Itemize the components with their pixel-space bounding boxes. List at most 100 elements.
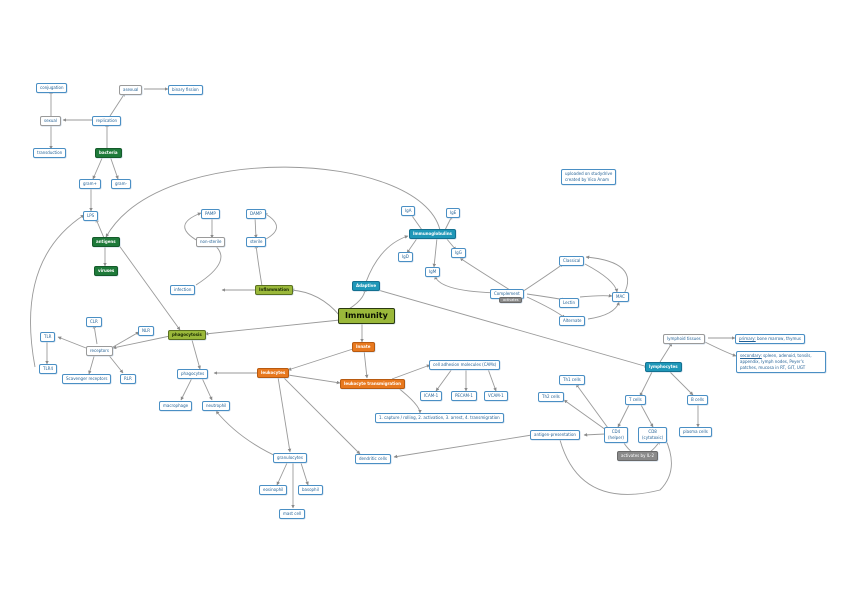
node-clr[interactable]: CLR bbox=[86, 317, 102, 327]
node-eosinophil[interactable]: eosinophil bbox=[259, 485, 288, 495]
node-transmigration-steps[interactable]: 1. capture / rolling, 2. activation, 3. … bbox=[375, 413, 504, 423]
node-antigen-presentation[interactable]: antigen-presentation bbox=[530, 430, 580, 440]
node-sexual[interactable]: sexual bbox=[40, 116, 61, 126]
text-secondary: spleen, adenoid, tonsils, appendix, lymp… bbox=[740, 353, 812, 370]
node-nlr[interactable]: NLR bbox=[138, 326, 154, 336]
node-leukocyte-transmigration[interactable]: leukocyte transmigration bbox=[340, 379, 405, 389]
node-igd[interactable]: IgD bbox=[398, 252, 413, 262]
node-neutrophil[interactable]: neutrophil bbox=[202, 401, 231, 411]
link-lymphoid-secondary bbox=[704, 341, 737, 357]
node-lymphocytes[interactable]: lymphocytes bbox=[645, 362, 682, 372]
label-activates-by-il2: activates by IL-2 bbox=[617, 451, 659, 461]
link-replication-asexual bbox=[109, 92, 126, 117]
node-dendritic-cells[interactable]: dendritic cells bbox=[355, 454, 391, 464]
link-leuk-dendritic bbox=[281, 375, 361, 455]
node-ige[interactable]: IgE bbox=[446, 208, 461, 218]
link-sterile-damp bbox=[261, 212, 277, 242]
node-lps[interactable]: LPS bbox=[83, 211, 99, 221]
link-trans-steps bbox=[396, 386, 422, 414]
link-receptors-rlr bbox=[106, 352, 124, 374]
node-viruses[interactable]: viruses bbox=[94, 266, 119, 276]
link-receptors-scavenger bbox=[88, 352, 96, 375]
node-binary-fission[interactable]: binary fission bbox=[168, 85, 203, 95]
link-adaptive-ig bbox=[365, 235, 409, 283]
link-adaptive-lymphocytes bbox=[377, 289, 649, 368]
label-secondary: secondary: bbox=[740, 353, 762, 358]
node-basophil[interactable]: basophil bbox=[298, 485, 323, 495]
node-mast-cell[interactable]: mast cell bbox=[279, 509, 306, 519]
link-cam-vcam bbox=[487, 368, 497, 392]
link-receptors-nlr bbox=[112, 331, 140, 348]
node-adaptive[interactable]: Adaptive bbox=[352, 281, 381, 291]
node-receptors[interactable]: receptors bbox=[86, 346, 113, 356]
node-alternate[interactable]: Alternate bbox=[559, 316, 586, 326]
link-granulo-eos bbox=[276, 462, 288, 486]
node-igg[interactable]: IgG bbox=[451, 248, 466, 258]
node-damp[interactable]: DAMP bbox=[246, 209, 266, 219]
node-igm[interactable]: IgM bbox=[425, 267, 441, 277]
node-antigens[interactable]: antigens bbox=[92, 237, 120, 247]
link-innate-leukocytes bbox=[287, 347, 357, 371]
node-th2[interactable]: Th2 cells bbox=[538, 392, 564, 402]
node-bacteria[interactable]: bacteria bbox=[95, 148, 122, 158]
node-immunoglobulins[interactable]: Immunoglobulins bbox=[409, 229, 456, 239]
link-tcells-cd8 bbox=[639, 402, 654, 428]
link-granulo-baso bbox=[300, 462, 309, 486]
node-gram-positive[interactable]: gram+ bbox=[79, 179, 101, 189]
link-tcells-cd4 bbox=[617, 402, 631, 428]
node-innate[interactable]: Innate bbox=[352, 342, 375, 352]
node-phagocytosis[interactable]: phagocytosis bbox=[168, 330, 206, 340]
node-phagocytes[interactable]: phagocytes bbox=[177, 369, 209, 379]
node-tlr4[interactable]: TLR4 bbox=[39, 364, 57, 374]
node-sterile[interactable]: sterile bbox=[246, 237, 267, 247]
node-cams[interactable]: cell adhesion molecules (CAMs) bbox=[429, 360, 501, 370]
node-transduction[interactable]: transduction bbox=[33, 148, 67, 158]
node-cd8[interactable]: CD8 (cytotoxic) bbox=[638, 427, 668, 443]
link-phago-phagocytes bbox=[191, 339, 201, 370]
node-scavenger[interactable]: Scavenger receptors bbox=[62, 374, 112, 384]
node-iga[interactable]: IgA bbox=[401, 206, 416, 216]
node-non-sterile[interactable]: non-sterile bbox=[196, 237, 226, 247]
node-secondary[interactable]: secondary: spleen, adenoid, tonsils, app… bbox=[736, 351, 826, 373]
node-lectin[interactable]: Lectin bbox=[559, 298, 580, 308]
link-classical-mac bbox=[584, 263, 619, 293]
link-antigen-dendritic bbox=[393, 434, 533, 459]
node-icam[interactable]: ICAM-1 bbox=[420, 391, 443, 401]
link-antigens-phagocytosis bbox=[117, 243, 181, 331]
node-lymphoid-tissues[interactable]: lymphoid tissues bbox=[663, 334, 705, 344]
link-trans-cam bbox=[391, 364, 431, 380]
node-root-immunity[interactable]: Immunity bbox=[338, 308, 395, 324]
link-leuk-trans bbox=[287, 374, 341, 385]
link-lectin-mac bbox=[579, 293, 613, 298]
node-vcam[interactable]: VCAM-1 bbox=[484, 391, 508, 401]
node-asexual[interactable]: asexual bbox=[119, 85, 143, 95]
label-activates-complement: activates bbox=[499, 297, 523, 303]
node-pamp[interactable]: PAMP bbox=[201, 209, 220, 219]
node-conjugation[interactable]: conjugation bbox=[36, 83, 68, 93]
node-t-cells[interactable]: T cells bbox=[625, 395, 646, 405]
node-infection[interactable]: infection bbox=[170, 285, 196, 295]
node-gram-negative[interactable]: gram- bbox=[111, 179, 131, 189]
link-lymph-bcells bbox=[669, 371, 694, 396]
node-inflammation[interactable]: Inflammation bbox=[255, 285, 293, 295]
node-replication[interactable]: replication bbox=[92, 116, 122, 126]
node-mac[interactable]: MAC bbox=[612, 292, 629, 302]
node-tlr[interactable]: TLR bbox=[40, 332, 56, 342]
node-plasma-cells[interactable]: plasma cells bbox=[679, 427, 712, 437]
node-rlr[interactable]: RLR bbox=[120, 374, 136, 384]
link-ig-igm bbox=[432, 237, 438, 268]
node-cd4[interactable]: CD4 (helper) bbox=[604, 427, 628, 443]
link-complement-classical bbox=[521, 263, 564, 293]
node-classical[interactable]: Classical bbox=[559, 256, 585, 266]
node-th1[interactable]: Th1 cells bbox=[559, 375, 585, 385]
node-b-cells[interactable]: B cells bbox=[687, 395, 708, 405]
link-tlr4-lps bbox=[30, 214, 85, 368]
node-leukocytes[interactable]: leukocytes bbox=[257, 368, 290, 378]
node-pecam[interactable]: PECAM-1 bbox=[451, 391, 477, 401]
node-granulocytes[interactable]: granulocytes bbox=[273, 453, 307, 463]
link-alternate-mac bbox=[587, 301, 620, 320]
node-primary[interactable]: primary: bone marrow, thymus bbox=[735, 334, 805, 344]
node-macrophage[interactable]: macrophage bbox=[159, 401, 193, 411]
link-antigens-lps bbox=[95, 218, 105, 239]
